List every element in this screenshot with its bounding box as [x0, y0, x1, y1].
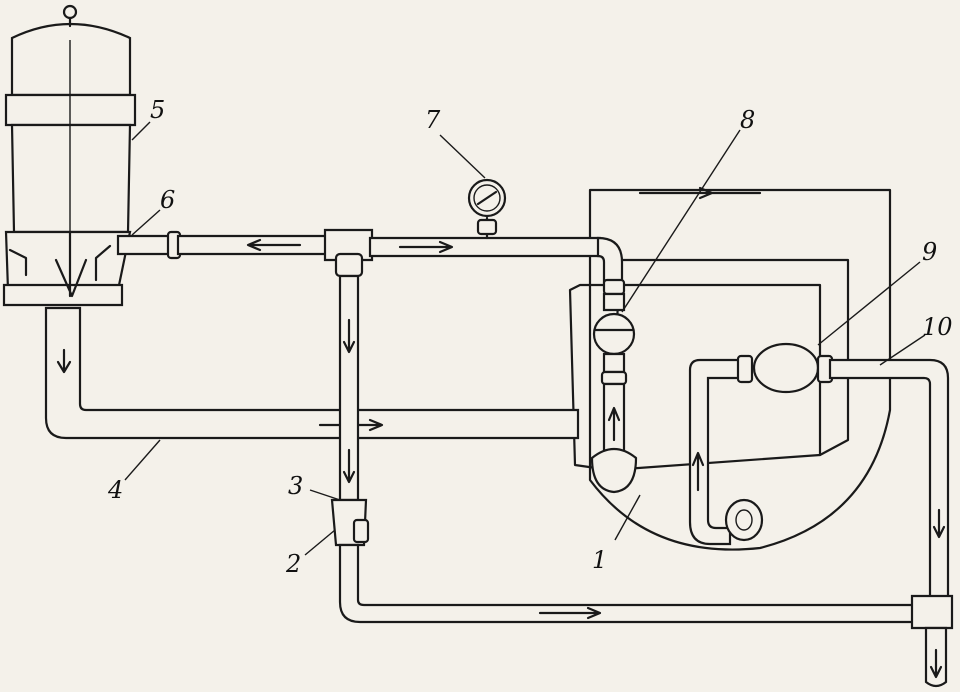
label-gauge: 7: [425, 106, 441, 134]
label-pump-upper: 8: [740, 106, 755, 134]
tank: [2, 4, 137, 307]
pipe-discharge: [828, 358, 954, 688]
pipe-main: [44, 306, 580, 440]
label-tank: 5: [150, 96, 165, 124]
pump-lower: [688, 342, 834, 546]
supply-line: [116, 186, 762, 284]
pressure-gauge: [467, 178, 507, 240]
label-valve: 6: [160, 186, 175, 214]
leader-lines: [124, 121, 926, 556]
label-pipe-main: 4: [107, 476, 123, 504]
label-pump-lower: 9: [922, 238, 937, 266]
label-filter: 2: [285, 550, 301, 578]
pump-upper: [590, 278, 638, 494]
label-joint: 3: [288, 472, 303, 500]
label-pipe-right: 10: [922, 313, 953, 341]
label-casing: 1: [592, 546, 607, 574]
